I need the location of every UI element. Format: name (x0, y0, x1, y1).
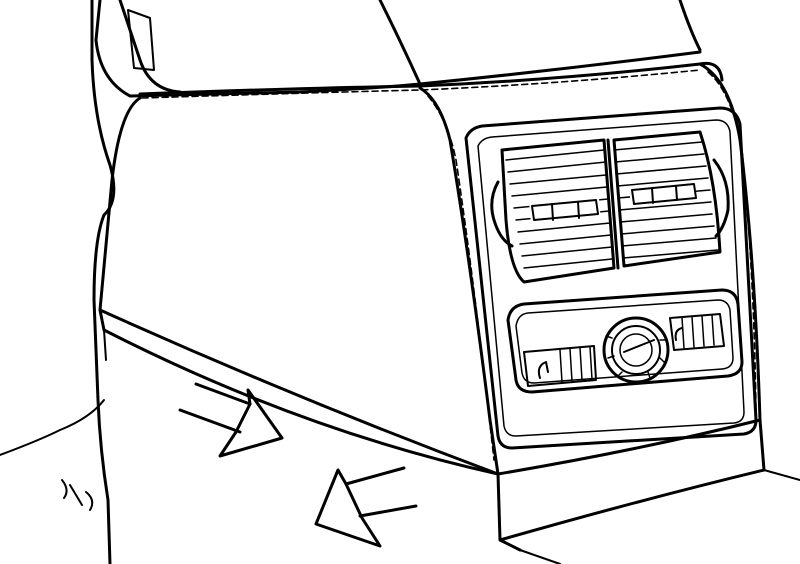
seat-side-contour (0, 0, 116, 564)
seat-heat-button-left[interactable] (523, 345, 597, 387)
air-vent-right[interactable] (612, 130, 730, 268)
console-body (98, 62, 762, 476)
pull-arrow-lower (314, 466, 418, 548)
vent-divider (606, 138, 620, 270)
seat-heat-button-right[interactable] (669, 313, 725, 351)
pull-arrow-upper (178, 382, 284, 458)
temperature-knob[interactable] (602, 316, 670, 384)
air-vent-left[interactable] (490, 138, 616, 284)
front-face-frame (464, 106, 758, 450)
lower-trim-panel (98, 308, 800, 564)
armrest (94, 0, 724, 99)
climate-control-panel (506, 288, 744, 394)
